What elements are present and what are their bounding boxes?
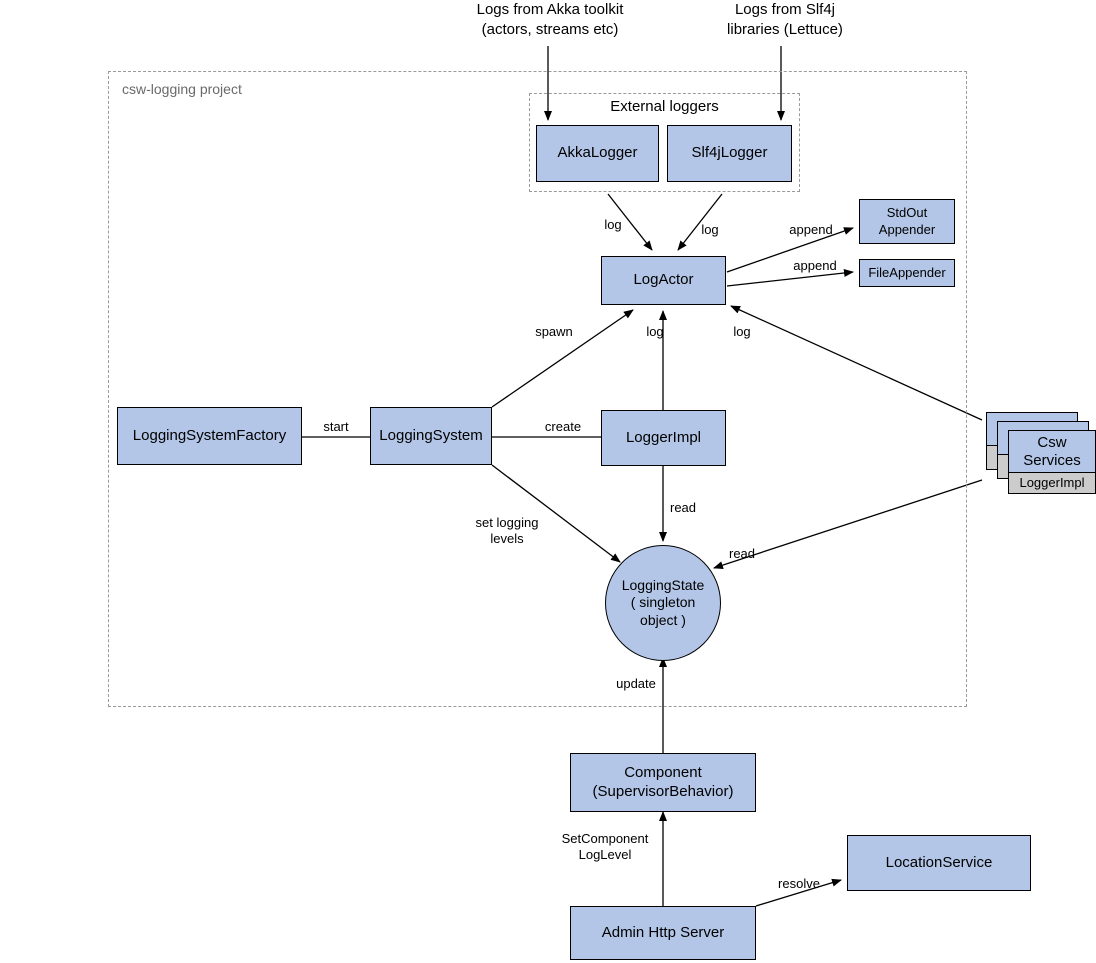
group-title-csw-logging-project: csw-logging project (122, 81, 242, 97)
edge-label-append-file: append (793, 258, 837, 273)
node-admin-http-server[interactable]: Admin Http Server (570, 906, 756, 960)
edge-label-append-stdout: append (789, 222, 833, 237)
group-csw-logging-project (108, 71, 967, 707)
edge-label-set-component-log-level: SetComponent LogLevel (561, 831, 649, 863)
edge-label-set-logging-levels: set logging levels (475, 515, 539, 547)
edge-label-start: start (323, 419, 349, 434)
node-file-appender[interactable]: FileAppender (859, 259, 955, 287)
node-logging-system-factory[interactable]: LoggingSystemFactory (117, 407, 302, 465)
csw-services-footer-logger-impl: LoggerImpl (1009, 472, 1095, 493)
node-csw-services[interactable]: Csw Services LoggerImpl (1008, 430, 1096, 494)
edge-label-read-from-csw-services: read (728, 546, 756, 561)
node-logging-state[interactable]: LoggingState ( singleton object ) (605, 545, 721, 661)
edge-label-log-from-slf4j-logger: log (701, 222, 719, 237)
caption-akka-source: Logs from Akka toolkit (actors, streams … (476, 1, 624, 38)
edge-label-create: create (544, 419, 582, 434)
group-external-loggers (529, 93, 800, 192)
node-location-service[interactable]: LocationService (847, 835, 1031, 891)
edge-label-update: update (616, 676, 656, 691)
node-logger-impl[interactable]: LoggerImpl (601, 410, 726, 466)
edge-label-log-from-logger-impl: log (646, 324, 664, 339)
edge-label-spawn: spawn (535, 324, 573, 339)
edge-label-log-from-akka-logger: log (604, 217, 622, 232)
edge-label-resolve: resolve (778, 876, 820, 891)
edge-logging-system-to-logging-state (491, 464, 621, 563)
node-stdout-appender[interactable]: StdOut Appender (859, 199, 955, 244)
edge-akka-logger-to-log-actor (607, 193, 653, 251)
edge-label-read-from-logger-impl: read (669, 500, 697, 515)
node-akka-logger[interactable]: AkkaLogger (536, 125, 659, 182)
node-logging-system[interactable]: LoggingSystem (370, 407, 492, 465)
node-log-actor[interactable]: LogActor (601, 256, 726, 305)
group-title-external-loggers: External loggers (610, 98, 719, 115)
csw-services-title: Csw Services (1023, 433, 1081, 469)
node-component[interactable]: Component (SupervisorBehavior) (570, 753, 756, 812)
edge-logging-system-to-log-actor (491, 309, 634, 408)
edge-csw-services-to-logging-state (713, 479, 983, 569)
edge-label-log-from-csw-services: log (733, 324, 751, 339)
edge-slf4j-logger-to-log-actor (677, 193, 723, 251)
edge-log-actor-to-file-appender (726, 269, 854, 287)
caption-slf4j-source: Logs from Slf4j libraries (Lettuce) (727, 1, 843, 38)
node-slf4j-logger[interactable]: Slf4jLogger (667, 125, 792, 182)
edge-admin-http-server-to-location-service (755, 878, 842, 907)
edge-log-actor-to-stdout-appender (726, 227, 854, 273)
edge-csw-services-to-log-actor (730, 305, 983, 421)
